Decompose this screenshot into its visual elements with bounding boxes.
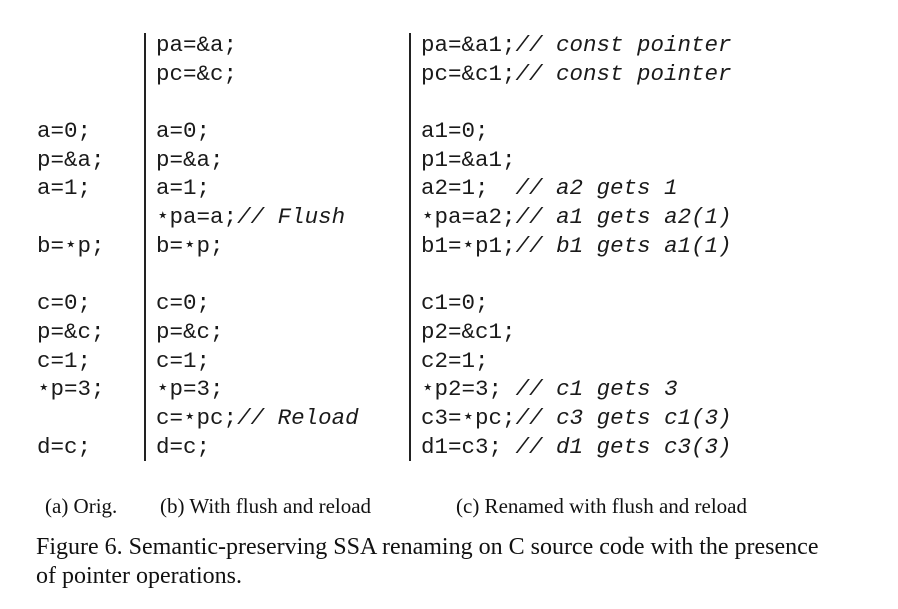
code-line: p2=&c1; bbox=[421, 318, 732, 347]
code-line: pc=&c; bbox=[156, 60, 359, 89]
code-text: p2=&c1; bbox=[421, 318, 516, 345]
code-comment: // c3 gets c1(3) bbox=[515, 404, 732, 431]
code-line: ⋆p=3; bbox=[156, 375, 359, 404]
code-comment: // b1 gets a1(1) bbox=[515, 232, 732, 259]
code-text: ⋆p=3; bbox=[37, 376, 105, 403]
code-comment: // Reload bbox=[237, 404, 359, 431]
code-line bbox=[37, 60, 105, 89]
figure-caption: Figure 6. Semantic-preserving SSA renami… bbox=[36, 534, 819, 589]
code-text: a=0; bbox=[37, 118, 92, 145]
subcaption-c: (c) Renamed with flush and reload bbox=[456, 494, 747, 518]
code-line bbox=[37, 203, 105, 232]
code-line: a1=0; bbox=[421, 117, 732, 146]
code-line bbox=[37, 404, 105, 433]
code-text: d1=c3; bbox=[421, 433, 516, 460]
code-text: pa=&a; bbox=[156, 32, 238, 58]
code-text: b=⋆p; bbox=[37, 232, 105, 259]
code-line: pc=&c1;// const pointer bbox=[421, 60, 732, 89]
code-text: d=c; bbox=[37, 433, 92, 460]
code-line: c=0; bbox=[37, 289, 105, 318]
code-text: c=0; bbox=[37, 290, 92, 317]
code-line: c=0; bbox=[156, 289, 359, 318]
code-text: c2=1; bbox=[421, 347, 489, 374]
column-divider-1 bbox=[144, 33, 146, 461]
code-text: p=&a; bbox=[37, 146, 105, 173]
code-text: pc=&c1; bbox=[421, 60, 516, 87]
code-text: c=⋆pc; bbox=[156, 404, 238, 431]
code-text: ⋆p2=3; bbox=[421, 376, 516, 403]
code-text: a1=0; bbox=[421, 118, 489, 145]
code-line bbox=[37, 31, 105, 60]
code-text: p=&c; bbox=[156, 318, 224, 345]
code-text: ⋆p=3; bbox=[156, 376, 224, 403]
code-line: c3=⋆pc;// c3 gets c1(3) bbox=[421, 404, 732, 433]
code-text: ⋆pa=a; bbox=[156, 204, 238, 231]
code-line: pa=&a; bbox=[156, 31, 359, 60]
code-line bbox=[421, 88, 732, 117]
code-line bbox=[37, 261, 105, 290]
code-line bbox=[37, 88, 105, 117]
code-line bbox=[156, 88, 359, 117]
code-text: b=⋆p; bbox=[156, 232, 224, 259]
code-comment: // d1 gets c3(3) bbox=[515, 433, 732, 460]
code-text: ⋆pa=a2; bbox=[421, 204, 516, 231]
code-line: c=1; bbox=[37, 347, 105, 376]
code-comment: // const pointer bbox=[515, 60, 732, 87]
code-text: p1=&a1; bbox=[421, 146, 516, 173]
code-line: d=c; bbox=[156, 433, 359, 462]
code-comment: // a2 gets 1 bbox=[515, 175, 678, 202]
code-text: a2=1; bbox=[421, 175, 516, 202]
code-comment: // a1 gets a2(1) bbox=[515, 204, 732, 231]
code-text: a=1; bbox=[156, 175, 211, 202]
code-line: a=0; bbox=[156, 117, 359, 146]
code-line: d1=c3; // d1 gets c3(3) bbox=[421, 433, 732, 462]
code-line: ⋆p=3; bbox=[37, 375, 105, 404]
code-text: c=1; bbox=[156, 347, 211, 374]
code-text: a=0; bbox=[156, 118, 211, 145]
code-line: d=c; bbox=[37, 433, 105, 462]
code-comment: // Flush bbox=[237, 204, 346, 231]
code-line: c=⋆pc;// Reload bbox=[156, 404, 359, 433]
code-line: c=1; bbox=[156, 347, 359, 376]
code-line: c2=1; bbox=[421, 347, 732, 376]
code-comment: // const pointer bbox=[515, 32, 732, 58]
code-line: c1=0; bbox=[421, 289, 732, 318]
code-line bbox=[421, 261, 732, 290]
code-text: c=0; bbox=[156, 290, 211, 317]
code-line: ⋆pa=a;// Flush bbox=[156, 203, 359, 232]
code-line: p=&c; bbox=[156, 318, 359, 347]
code-column-a: a=0;p=&a;a=1; b=⋆p; c=0;p=&c;c=1;⋆p=3; d=c; bbox=[37, 31, 105, 461]
code-text: d=c; bbox=[156, 433, 211, 460]
code-line: a=1; bbox=[156, 174, 359, 203]
code-line: b1=⋆p1;// b1 gets a1(1) bbox=[421, 232, 732, 261]
code-line: a=1; bbox=[37, 174, 105, 203]
subcaption-b: (b) With flush and reload bbox=[160, 494, 372, 518]
code-line: p=&a; bbox=[156, 146, 359, 175]
code-line: p=&a; bbox=[37, 146, 105, 175]
code-line: a2=1; // a2 gets 1 bbox=[421, 174, 732, 203]
code-text: c1=0; bbox=[421, 290, 489, 317]
code-text: c3=⋆pc; bbox=[421, 404, 516, 431]
code-line: b=⋆p; bbox=[156, 232, 359, 261]
code-line: pa=&a1;// const pointer bbox=[421, 31, 732, 60]
code-text: pa=&a1; bbox=[421, 32, 516, 58]
code-text: p=&c; bbox=[37, 318, 105, 345]
subcaption-a: (a) Orig. bbox=[45, 494, 118, 518]
code-text: a=1; bbox=[37, 175, 92, 202]
code-line bbox=[156, 261, 359, 290]
code-text: p=&a; bbox=[156, 146, 224, 173]
code-text: pc=&c; bbox=[156, 60, 238, 87]
code-comment: // c1 gets 3 bbox=[515, 376, 678, 403]
code-line: p1=&a1; bbox=[421, 146, 732, 175]
code-line: ⋆p2=3; // c1 gets 3 bbox=[421, 375, 732, 404]
code-line: a=0; bbox=[37, 117, 105, 146]
code-text: b1=⋆p1; bbox=[421, 232, 516, 259]
code-text: c=1; bbox=[37, 347, 92, 374]
code-line: p=&c; bbox=[37, 318, 105, 347]
code-line: ⋆pa=a2;// a1 gets a2(1) bbox=[421, 203, 732, 232]
column-divider-2 bbox=[409, 33, 411, 461]
code-line: b=⋆p; bbox=[37, 232, 105, 261]
